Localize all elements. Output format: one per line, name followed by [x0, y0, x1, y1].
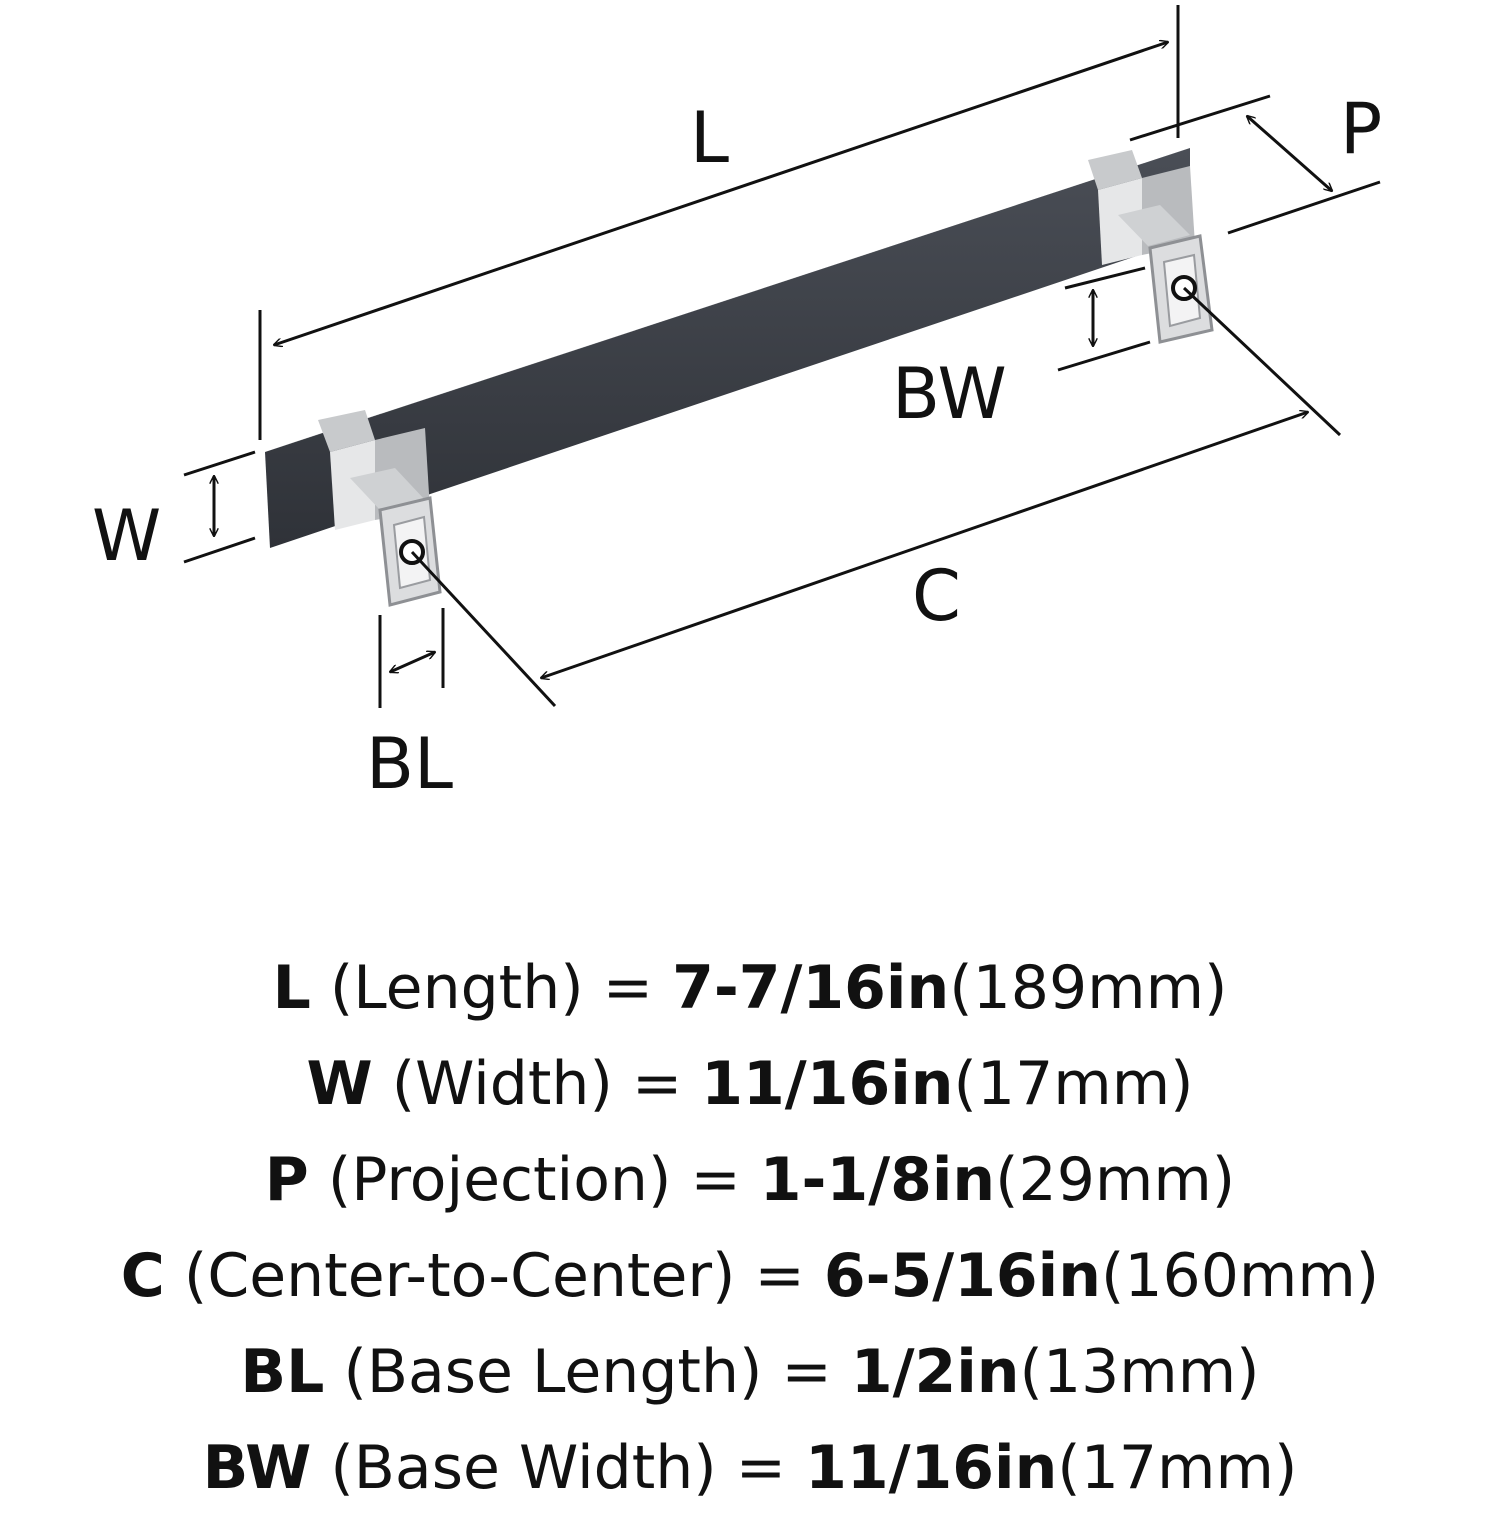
spec-code: W [306, 1049, 373, 1119]
base-length-arrow [390, 652, 435, 672]
spec-code: BL [240, 1337, 325, 1407]
spec-row-length: L (Length) = 7-7/16in(189mm) [0, 940, 1500, 1036]
projection-extension-top [1129, 94, 1271, 142]
handle-dimension-diagram: L P W BW C BL [92, 5, 1382, 805]
base-width-extension-top [1064, 266, 1146, 290]
center-arrow [541, 412, 1308, 678]
spec-equals: = [690, 1145, 741, 1215]
spec-equals: = [602, 953, 654, 1023]
width-extension-top [183, 450, 256, 477]
spec-code: BW [202, 1433, 312, 1503]
spec-mm-value: (160mm) [1100, 1241, 1380, 1311]
spec-mm-value: (17mm) [1057, 1433, 1298, 1503]
spec-row-projection: P (Projection) = 1-1/8in(29mm) [0, 1132, 1500, 1228]
label-length: L [690, 97, 729, 179]
spec-equals: = [754, 1241, 805, 1311]
spec-row-base-length: BL (Base Length) = 1/2in(13mm) [0, 1324, 1500, 1420]
left-bracket [318, 410, 442, 607]
label-base-width: BW [892, 353, 1007, 435]
spec-inch-value: 1/2in [850, 1337, 1020, 1407]
label-center: C [912, 555, 961, 637]
length-arrow [274, 42, 1168, 345]
label-width: W [92, 495, 161, 577]
spec-equals: = [735, 1433, 787, 1503]
projection-extension-bottom [1227, 180, 1381, 235]
spec-row-center-to-center: C (Center-to-Center) = 6-5/16in(160mm) [0, 1228, 1500, 1324]
spec-equals: = [781, 1337, 832, 1407]
spec-name: (Length) [329, 953, 584, 1023]
specification-list: L (Length) = 7-7/16in(189mm) W (Width) =… [0, 940, 1500, 1516]
spec-inch-value: 11/16in [805, 1433, 1058, 1503]
spec-name: (Projection) [327, 1145, 672, 1215]
center-extension-left [410, 550, 557, 708]
spec-inch-value: 7-7/16in [672, 953, 950, 1023]
spec-code: L [272, 953, 311, 1023]
spec-code: P [264, 1145, 309, 1215]
width-extension-bottom [183, 536, 256, 564]
label-projection: P [1340, 88, 1382, 170]
right-bracket [1088, 150, 1214, 344]
spec-name: (Base Length) [343, 1337, 763, 1407]
base-width-extension-bottom [1057, 340, 1151, 372]
spec-name: (Width) [391, 1049, 613, 1119]
spec-inch-value: 6-5/16in [823, 1241, 1101, 1311]
spec-equals: = [631, 1049, 683, 1119]
spec-name: (Center-to-Center) [183, 1241, 736, 1311]
spec-mm-value: (17mm) [953, 1049, 1194, 1119]
spec-inch-value: 1-1/8in [759, 1145, 996, 1215]
center-extension-right [1182, 286, 1342, 437]
spec-mm-value: (189mm) [949, 953, 1228, 1023]
spec-row-base-width: BW (Base Width) = 11/16in(17mm) [0, 1420, 1500, 1516]
spec-row-width: W (Width) = 11/16in(17mm) [0, 1036, 1500, 1132]
spec-mm-value: (13mm) [1019, 1337, 1260, 1407]
spec-name: (Base Width) [330, 1433, 717, 1503]
dimension-lines [183, 5, 1381, 708]
spec-mm-value: (29mm) [995, 1145, 1236, 1215]
projection-arrow [1247, 116, 1332, 191]
spec-code: C [120, 1241, 165, 1311]
label-base-length: BL [366, 723, 453, 805]
spec-inch-value: 11/16in [701, 1049, 954, 1119]
